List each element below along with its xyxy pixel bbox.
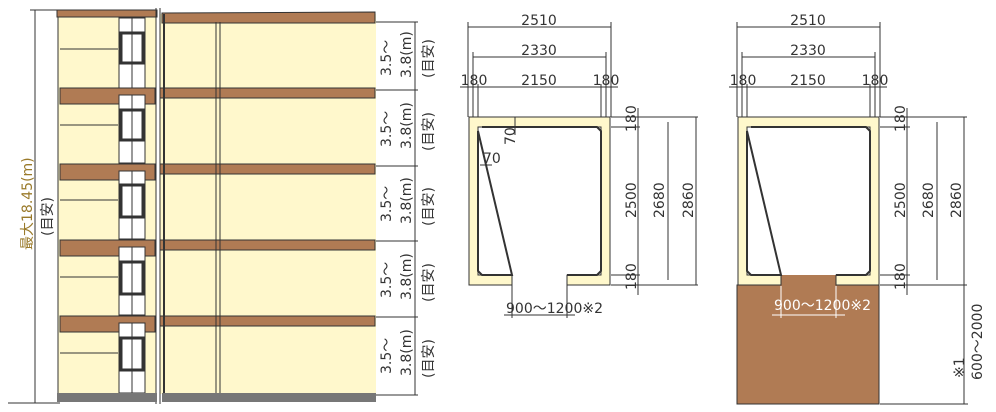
section-b-base <box>736 284 880 405</box>
floor-1-note: (目安) <box>421 39 437 78</box>
wall-bottom-label: 180 <box>624 263 640 290</box>
section-a-inner <box>477 126 602 276</box>
floor-1-min: 3.5～ <box>379 40 395 76</box>
floor-5-max: 3.8(m) <box>399 329 415 376</box>
floor-4-note: (目安) <box>421 263 437 302</box>
wall-right-label: 180 <box>593 73 620 89</box>
inner-width-label: 2150 <box>521 73 557 89</box>
floor-2-min: 3.5～ <box>379 111 395 147</box>
outer-height-label: 2860 <box>681 182 697 218</box>
roof-cornice-right <box>161 11 376 24</box>
roof-cornice-left <box>56 9 158 18</box>
floor-4-min: 3.5～ <box>379 262 395 298</box>
right-wing-wall <box>160 14 376 394</box>
floor-5-note: (目安) <box>421 339 437 378</box>
floor-3-min: 3.5～ <box>379 186 395 222</box>
floor-4-max: 3.8(m) <box>399 253 415 300</box>
wall-left-label: 180 <box>730 73 757 89</box>
base-note-label: ※1 <box>952 357 968 378</box>
floor-height-dimensions <box>376 21 418 396</box>
section-b-wall <box>737 116 880 286</box>
floor-1-max: 3.8(m) <box>399 31 415 78</box>
total-height-label: 最大18.45(m) <box>20 157 36 250</box>
floor-height-labels: 3.5～ 3.8(m) (目安) 3.5～ 3.8(m) (目安) 3.5～ 3… <box>379 31 437 378</box>
downpipe <box>155 8 221 404</box>
chamfer-v-label: 70 <box>503 127 519 145</box>
section-b-inner <box>746 126 871 276</box>
wall-bottom-label: 180 <box>893 263 909 290</box>
wall-top-label: 180 <box>893 105 909 132</box>
floor-2-max: 3.8(m) <box>399 102 415 149</box>
wall-left-label: 180 <box>461 73 488 89</box>
floor-3-max: 3.8(m) <box>399 177 415 224</box>
stair-windows <box>118 17 146 394</box>
mid-width-label: 2330 <box>790 43 826 59</box>
ground-base-right <box>162 393 376 402</box>
mid-height-label: 2680 <box>921 182 937 218</box>
wall-top-label: 180 <box>624 105 640 132</box>
outer-width-label: 2510 <box>521 13 557 29</box>
floor-5-min: 3.5～ <box>379 338 395 374</box>
mid-height-label: 2680 <box>652 182 668 218</box>
floor-2-note: (目安) <box>421 112 437 151</box>
opening-dimension-white <box>772 286 845 318</box>
building-elevation: 最大18.45(m) (目安) 3.5～ 3.8(m) (目安) 3.5～ 3.… <box>8 8 437 404</box>
inner-width-label: 2150 <box>790 73 826 89</box>
wall-right-label: 180 <box>862 73 889 89</box>
base-height-label: 600～2000 <box>970 304 986 380</box>
inner-height-label: 2500 <box>893 182 909 218</box>
opening-label: 900～1200※2 <box>506 301 603 317</box>
mid-width-label: 2330 <box>521 43 557 59</box>
chamfer-h-label: 70 <box>483 151 501 167</box>
section-b-base-opening <box>781 275 836 286</box>
section-b: 2510 2330 2150 180 180 180 2500 2680 286… <box>729 13 986 405</box>
total-height-note: (目安) <box>40 197 56 236</box>
ground-base-left <box>57 393 157 402</box>
outer-height-label: 2860 <box>949 182 965 218</box>
panel-lines <box>60 48 118 354</box>
floor-3-note: (目安) <box>421 187 437 226</box>
inner-height-label: 2500 <box>624 182 640 218</box>
opening-label: 900～1200※2 <box>774 298 871 314</box>
outer-width-label: 2510 <box>790 13 826 29</box>
section-a: 2510 2330 2150 180 180 70 70 180 2500 26… <box>460 13 698 318</box>
